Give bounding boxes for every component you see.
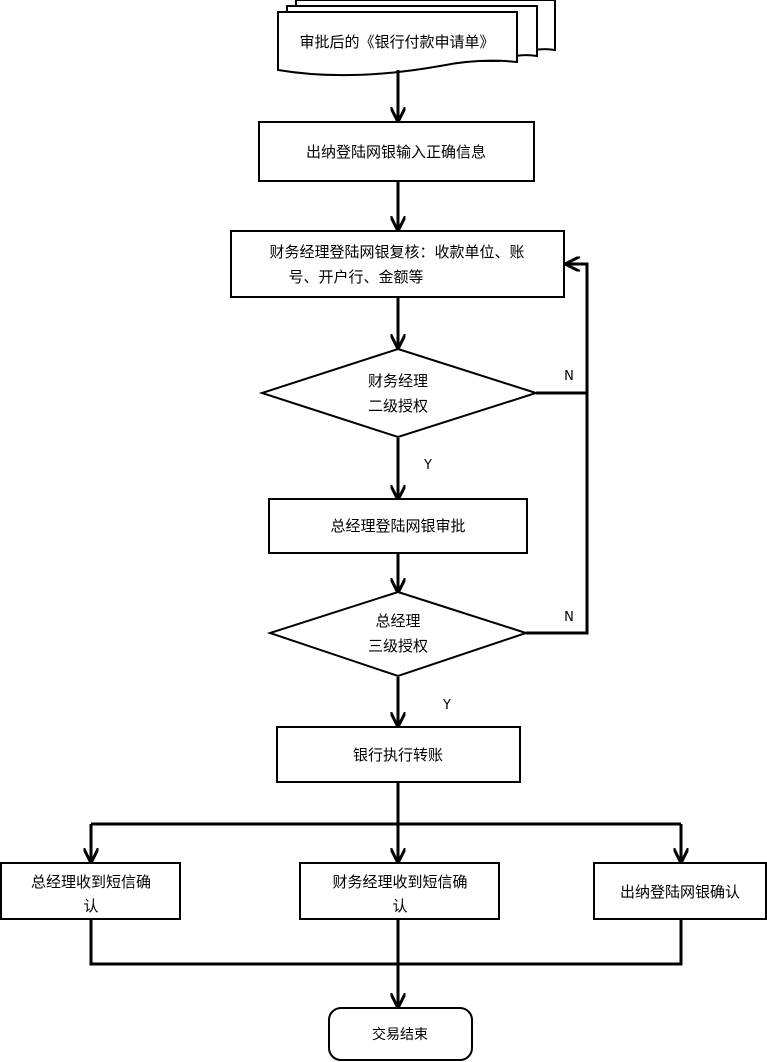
cashier-input-label: 出纳登陆网银输入正确信息	[306, 143, 486, 161]
arrow-fm-auth-no-loop	[536, 264, 589, 395]
bank-exec-label: 银行执行转账	[353, 746, 443, 764]
fm-sms-label-line2: 认	[392, 897, 407, 915]
process-cashier-input: 出纳登陆网银输入正确信息	[258, 121, 535, 182]
gm-auth-no-label: N	[564, 610, 574, 625]
fm-review-label-line2: 号、开户行、金额等	[288, 268, 423, 286]
fm-review-label-line1: 财务经理登陆网银复核：收款单位、账	[269, 243, 524, 261]
fm-auth-yes-label: Y	[423, 458, 432, 473]
decision-gm-auth: 总经理 三级授权	[266, 590, 530, 678]
connectors	[91, 70, 681, 1005]
cashier-confirm-label: 出纳登陆网银确认	[620, 883, 740, 901]
gm-sms-label-line1: 总经理收到短信确	[31, 873, 151, 891]
fm-sms-label-line1: 财务经理收到短信确	[332, 873, 467, 891]
process-cashier-confirm: 出纳登陆网银确认	[593, 862, 767, 920]
process-bank-exec: 银行执行转账	[276, 726, 521, 783]
process-fm-review: 财务经理登陆网银复核：收款单位、账 号、开户行、金额等	[230, 230, 565, 298]
terminal-end: 交易结束	[328, 1007, 473, 1061]
process-fm-sms: 财务经理收到短信确 认	[299, 862, 500, 920]
process-gm-approve: 总经理登陆网银审批	[268, 498, 528, 554]
fm-auth-label-line1: 财务经理	[368, 372, 428, 390]
line-merge	[89, 920, 683, 966]
fm-auth-label-line2: 二级授权	[368, 397, 428, 415]
process-gm-sms: 总经理收到短信确 认	[0, 862, 181, 920]
line-gm-auth-no-loop	[526, 393, 589, 635]
gm-sms-label-line2: 认	[83, 897, 98, 915]
gm-auth-label-line1: 总经理	[375, 612, 420, 630]
fm-auth-no-label: N	[564, 369, 574, 384]
start-document-stack: 审批后的《银行付款申请单》	[277, 0, 556, 77]
end-label: 交易结束	[372, 1026, 428, 1043]
start-document-label: 审批后的《银行付款申请单》	[299, 33, 494, 51]
gm-approve-label: 总经理登陆网银审批	[330, 517, 465, 535]
gm-auth-yes-label: Y	[442, 698, 451, 713]
gm-auth-label-line2: 三级授权	[368, 637, 428, 655]
decision-fm-auth: 财务经理 二级授权	[258, 347, 540, 439]
